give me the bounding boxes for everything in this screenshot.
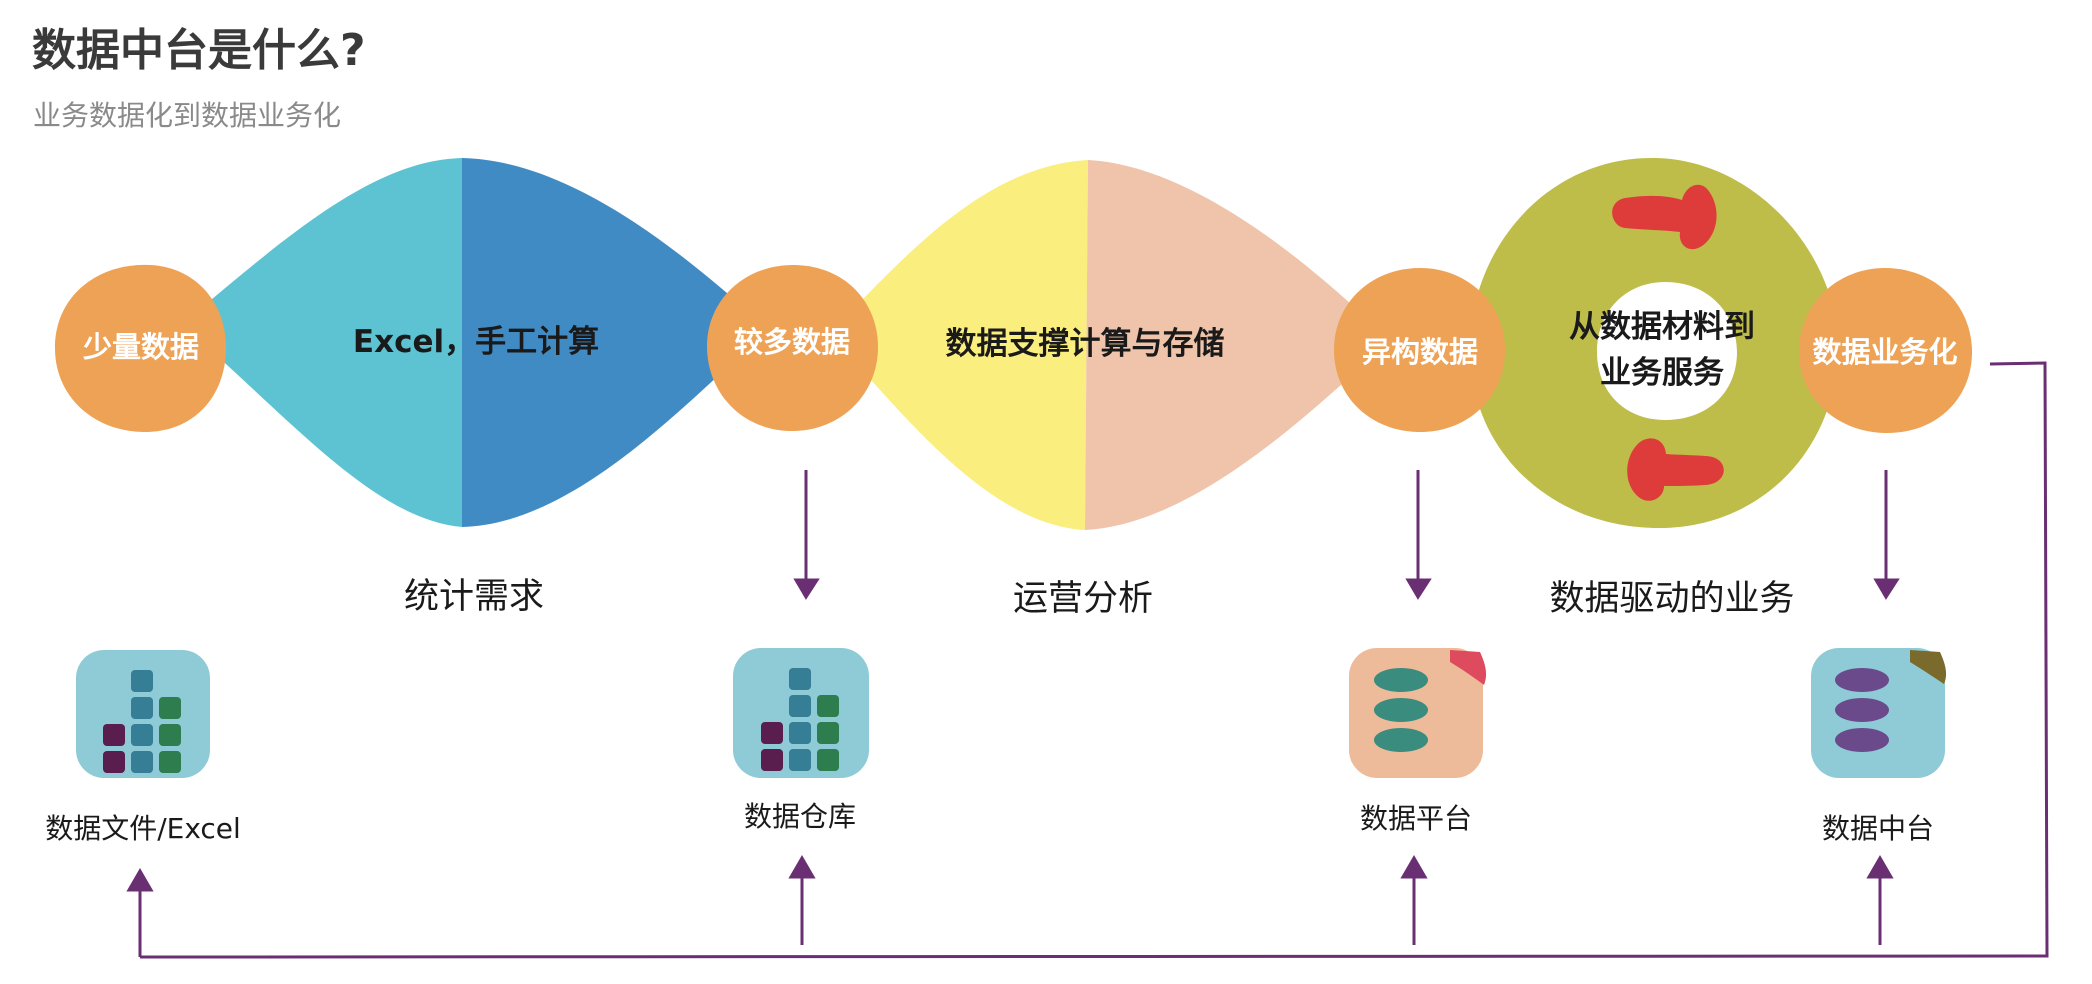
transition-shape-2: 数据支撑计算与存储 [862, 160, 1352, 530]
caption-2: 运营分析 [1013, 579, 1153, 619]
tool-3: 数据平台 [1349, 648, 1487, 835]
tool-label: 数据中台 [1822, 812, 1934, 845]
stage-circle [1333, 268, 1505, 433]
transition-text-3-line-2: 业务服务 [1600, 355, 1724, 391]
stage-label: 较多数据 [734, 325, 850, 359]
tool-4: 数据中台 [1811, 648, 1947, 845]
up-arrows [126, 855, 1894, 957]
bar-blocks-icon [733, 648, 869, 778]
lens-right-half [1085, 160, 1352, 530]
red-arrow-top-icon [1612, 184, 1717, 250]
stage-node-2: 较多数据 [707, 264, 878, 432]
stage-label: 数据业务化 [1812, 335, 1957, 369]
caption-3: 数据驱动的业务 [1549, 579, 1794, 619]
down-arrows [793, 470, 1900, 600]
up-arrow-icon [1400, 855, 1428, 945]
stage-circle [707, 264, 878, 432]
lens-left-half [862, 160, 1088, 530]
caption-1: 统计需求 [404, 577, 544, 617]
transition-text-2: 数据支撑计算与存储 [946, 326, 1225, 362]
transition-text-3-line-1: 从数据材料到 [1569, 309, 1755, 345]
stage-label: 少量数据 [83, 330, 199, 364]
tool-label: 数据文件/Excel [45, 812, 241, 845]
tool-label: 数据仓库 [744, 800, 856, 833]
lens-right-half [462, 158, 735, 527]
stage-label: 异构数据 [1362, 335, 1478, 369]
feedback-line [139, 361, 2049, 959]
red-arrow-bottom-icon [1627, 438, 1724, 501]
lens-left-half [205, 158, 462, 527]
up-arrow-icon [126, 868, 154, 957]
up-arrow-icon [1866, 855, 1894, 945]
down-arrow-icon [793, 470, 820, 600]
transition-text-1: Excel，手工计算 [353, 324, 599, 360]
down-arrow-icon [1405, 470, 1432, 600]
stage-circle [1798, 268, 1972, 434]
transition-shape-3: 从数据材料到 业务服务 [1469, 157, 1839, 529]
stage-node-1: 少量数据 [54, 264, 227, 432]
stage-circle [54, 264, 227, 432]
list-pills-icon [1811, 648, 1947, 778]
page-title: 数据中台是什么? [32, 25, 366, 76]
page-subtitle: 业务数据化到数据业务化 [33, 99, 342, 132]
list-pills-icon [1349, 648, 1487, 778]
olive-ring [1469, 157, 1839, 529]
bar-blocks-icon [76, 650, 210, 778]
tool-label: 数据平台 [1360, 802, 1472, 835]
up-arrow-icon [788, 855, 816, 945]
stage-node-4: 数据业务化 [1798, 268, 1972, 434]
down-arrow-icon [1873, 470, 1900, 600]
transition-shape-1: Excel，手工计算 [205, 158, 735, 527]
tool-2: 数据仓库 [733, 648, 869, 833]
tool-1: 数据文件/Excel [45, 650, 241, 845]
stage-node-3: 异构数据 [1333, 268, 1505, 433]
feedback-connector [139, 361, 2049, 959]
